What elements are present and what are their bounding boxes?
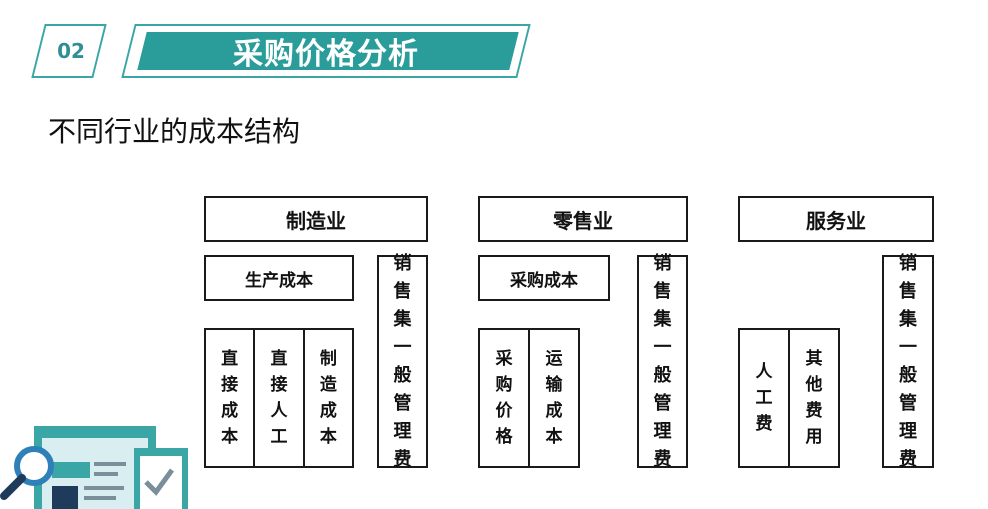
sector-retail-cost-group: 采购成本	[478, 255, 610, 301]
vertical-glyph: 费	[755, 414, 773, 434]
vertical-glyph: 销	[393, 252, 412, 274]
vertical-glyph: 管	[393, 392, 412, 414]
sector-manufacturing-header: 制造业	[204, 196, 428, 242]
vertical-glyph: 输	[545, 375, 563, 395]
vertical-glyph: 费	[805, 401, 823, 421]
vertical-glyph: 管	[653, 392, 672, 414]
vertical-glyph: 接	[270, 375, 288, 395]
vertical-glyph: 理	[653, 420, 672, 442]
sector-manufacturing-cost-items: 直接成本 直接人工 制造成本	[204, 328, 354, 468]
vertical-glyph: 购	[495, 375, 513, 395]
vertical-glyph: 造	[319, 375, 337, 395]
vertical-glyph: 管	[899, 392, 917, 414]
vertical-glyph: 般	[393, 364, 412, 386]
vertical-glyph: 人	[270, 401, 288, 421]
vertical-glyph: 理	[393, 420, 412, 442]
vertical-glyph: 用	[805, 427, 823, 447]
vertical-glyph: 成	[545, 401, 563, 421]
vertical-glyph: 费	[653, 448, 672, 470]
vertical-glyph: 一	[653, 336, 672, 358]
cost-item-label: 采购价格	[496, 346, 513, 450]
sector-services-cost-items: 人工费 其他费用	[738, 328, 840, 468]
vertical-glyph: 销	[899, 252, 917, 274]
cost-item-transport-cost: 运输成本	[528, 330, 578, 466]
vertical-glyph: 集	[653, 308, 672, 330]
vertical-glyph: 制	[319, 349, 337, 369]
cost-item-direct-cost: 直接成本	[206, 330, 253, 466]
vertical-glyph: 本	[319, 427, 337, 447]
vertical-glyph: 一	[393, 336, 412, 358]
vertical-glyph: 集	[899, 308, 917, 330]
magnifier-icon	[0, 446, 54, 500]
page-subtitle: 不同行业的成本结构	[48, 115, 301, 148]
cost-item-label: 直接人工	[270, 346, 287, 450]
vertical-glyph: 理	[899, 420, 917, 442]
vertical-glyph: 费	[899, 448, 917, 470]
vertical-glyph: 接	[221, 375, 239, 395]
vertical-glyph: 工	[270, 427, 288, 447]
sector-services-sales-admin: 销售集一般管理费	[882, 253, 934, 470]
checklist-icon	[134, 448, 188, 509]
sector-retail-sales-admin: 销售集一般管理费	[637, 253, 688, 470]
cost-item-other: 其他费用	[788, 330, 838, 466]
sales-admin-label: 销售集一般管理费	[394, 250, 412, 474]
vertical-glyph: 一	[899, 336, 917, 358]
sector-manufacturing-sales-admin: 销售集一般管理费	[377, 253, 428, 470]
vertical-glyph: 般	[653, 364, 672, 386]
sector-retail-cost-items: 采购价格 运输成本	[478, 328, 580, 468]
vertical-glyph: 直	[221, 349, 239, 369]
page-title: 采购价格分析	[233, 37, 419, 72]
vertical-glyph: 售	[899, 280, 917, 302]
vertical-glyph: 销	[653, 252, 672, 274]
sector-services-header: 服务业	[738, 196, 934, 242]
cost-item-label: 其他费用	[806, 346, 823, 450]
section-number: 02	[57, 39, 85, 63]
vertical-glyph: 般	[899, 364, 917, 386]
vertical-glyph: 本	[221, 427, 239, 447]
vertical-glyph: 成	[221, 401, 239, 421]
cost-item-purchase-price: 采购价格	[480, 330, 528, 466]
report-illustration	[0, 426, 188, 509]
vertical-glyph: 工	[755, 388, 773, 408]
vertical-glyph: 价	[495, 401, 513, 421]
sector-manufacturing-cost-group: 生产成本	[204, 255, 354, 301]
vertical-glyph: 集	[393, 308, 412, 330]
vertical-glyph: 本	[545, 427, 563, 447]
vertical-glyph: 人	[755, 362, 773, 382]
vertical-glyph: 采	[495, 349, 513, 369]
vertical-glyph: 其	[805, 349, 823, 369]
vertical-glyph: 运	[545, 349, 563, 369]
cost-item-label: 制造成本	[320, 346, 337, 450]
vertical-glyph: 售	[653, 280, 672, 302]
cost-item-direct-labor: 直接人工	[253, 330, 302, 466]
cost-item-labor: 人工费	[740, 330, 788, 466]
vertical-glyph: 成	[319, 401, 337, 421]
cost-item-manufacturing-cost: 制造成本	[302, 330, 352, 466]
vertical-glyph: 费	[393, 448, 412, 470]
vertical-glyph: 他	[805, 375, 823, 395]
sales-admin-label: 销售集一般管理费	[899, 250, 917, 474]
cost-item-label: 直接成本	[221, 346, 238, 450]
sector-retail-header: 零售业	[478, 196, 688, 242]
cost-item-label: 运输成本	[546, 346, 563, 450]
sales-admin-label: 销售集一般管理费	[654, 250, 672, 474]
cost-item-label: 人工费	[756, 359, 773, 437]
vertical-glyph: 直	[270, 349, 288, 369]
vertical-glyph: 售	[393, 280, 412, 302]
vertical-glyph: 格	[495, 427, 513, 447]
